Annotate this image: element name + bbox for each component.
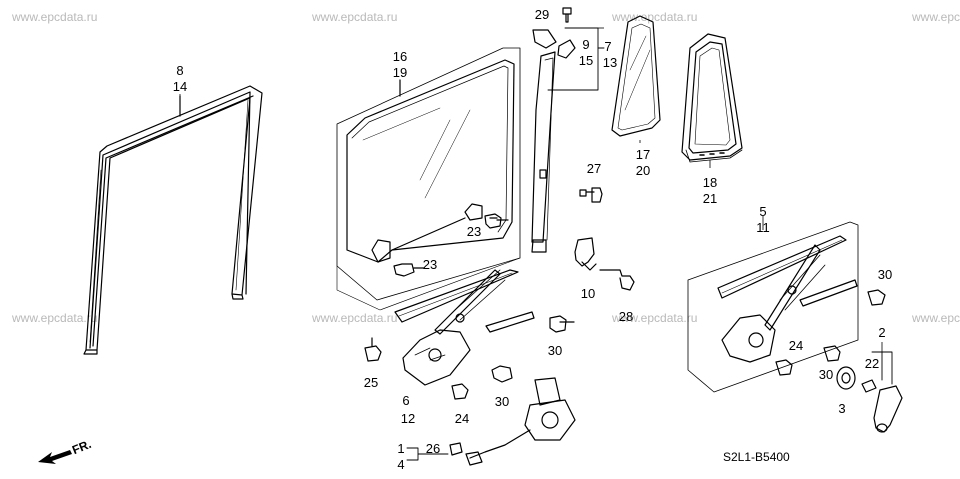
bolt-30c [867, 289, 886, 306]
watermark: www.epcdata.ru [312, 10, 398, 24]
bracket-10 [574, 237, 597, 271]
watermark: www.epcdata.ru [12, 10, 98, 24]
callout-24: 24 [454, 411, 470, 426]
bolt-30a [549, 315, 575, 333]
callout-12: 12 [400, 411, 416, 426]
callout-18: 18 [702, 175, 718, 190]
callout-20: 20 [635, 163, 651, 178]
callout-4: 4 [397, 457, 405, 472]
callout-13: 13 [602, 55, 618, 70]
callout-9: 9 [582, 37, 590, 52]
callout-25: 25 [363, 375, 379, 390]
callout-30: 30 [494, 394, 510, 409]
bolt-24b [775, 359, 793, 376]
callout-30: 30 [877, 267, 893, 282]
callout-6: 6 [402, 393, 410, 408]
callout-24: 24 [788, 338, 804, 353]
run-channel [83, 85, 263, 355]
callout-19: 19 [392, 65, 408, 80]
watermark: www.epcdata.ru [612, 311, 698, 325]
bolt-24a [451, 383, 469, 400]
callout-29: 29 [534, 7, 550, 22]
watermark: www.epcdata.ru [912, 311, 960, 325]
callout-15: 15 [578, 53, 594, 68]
clip-26 [449, 442, 463, 456]
callout-14: 14 [172, 79, 188, 94]
callout-30: 30 [547, 343, 563, 358]
bolt-23a [484, 213, 509, 229]
bolt-28 [599, 269, 635, 291]
callout-23: 23 [422, 257, 438, 272]
watermark: www.epcdata.ru [912, 10, 960, 24]
quarter-glass [611, 15, 661, 137]
washer-3 [836, 366, 856, 390]
callout-7: 7 [604, 39, 612, 54]
quarter-glass-frame [681, 33, 743, 163]
center-sash [531, 29, 576, 253]
front-arrow-icon [38, 450, 72, 464]
callout-22: 22 [864, 356, 880, 371]
callout-23: 23 [466, 224, 482, 239]
watermark: www.epcdata.ru [312, 311, 398, 325]
callout-16: 16 [392, 49, 408, 64]
bolt-23b [393, 263, 425, 277]
callout-17: 17 [635, 147, 651, 162]
callout-27: 27 [586, 161, 602, 176]
bolt-25 [364, 337, 382, 362]
callout-3: 3 [838, 401, 846, 416]
bolt-27 [579, 187, 603, 203]
callout-5: 5 [759, 204, 767, 219]
callout-8: 8 [176, 63, 184, 78]
callout-2: 2 [878, 325, 886, 340]
regulator-left [336, 257, 535, 386]
callout-21: 21 [702, 191, 718, 206]
regulator-motor [465, 377, 576, 466]
bolt-30b [491, 365, 513, 383]
bolt-29 [562, 7, 572, 23]
bolt-30d [823, 345, 841, 362]
callout-28: 28 [618, 309, 634, 324]
callout-1: 1 [397, 441, 405, 456]
callout-30: 30 [818, 367, 834, 382]
callout-10: 10 [580, 286, 596, 301]
window-handle [873, 385, 903, 433]
watermark: www.epcdata.ru [612, 10, 698, 24]
clip-22 [861, 379, 877, 393]
watermark: www.epcdata.ru [12, 311, 98, 325]
callout-26: 26 [425, 441, 441, 456]
callout-11: 11 [756, 220, 770, 235]
regulator-right [687, 221, 859, 393]
diagram-code: S2L1-B5400 [723, 450, 790, 464]
